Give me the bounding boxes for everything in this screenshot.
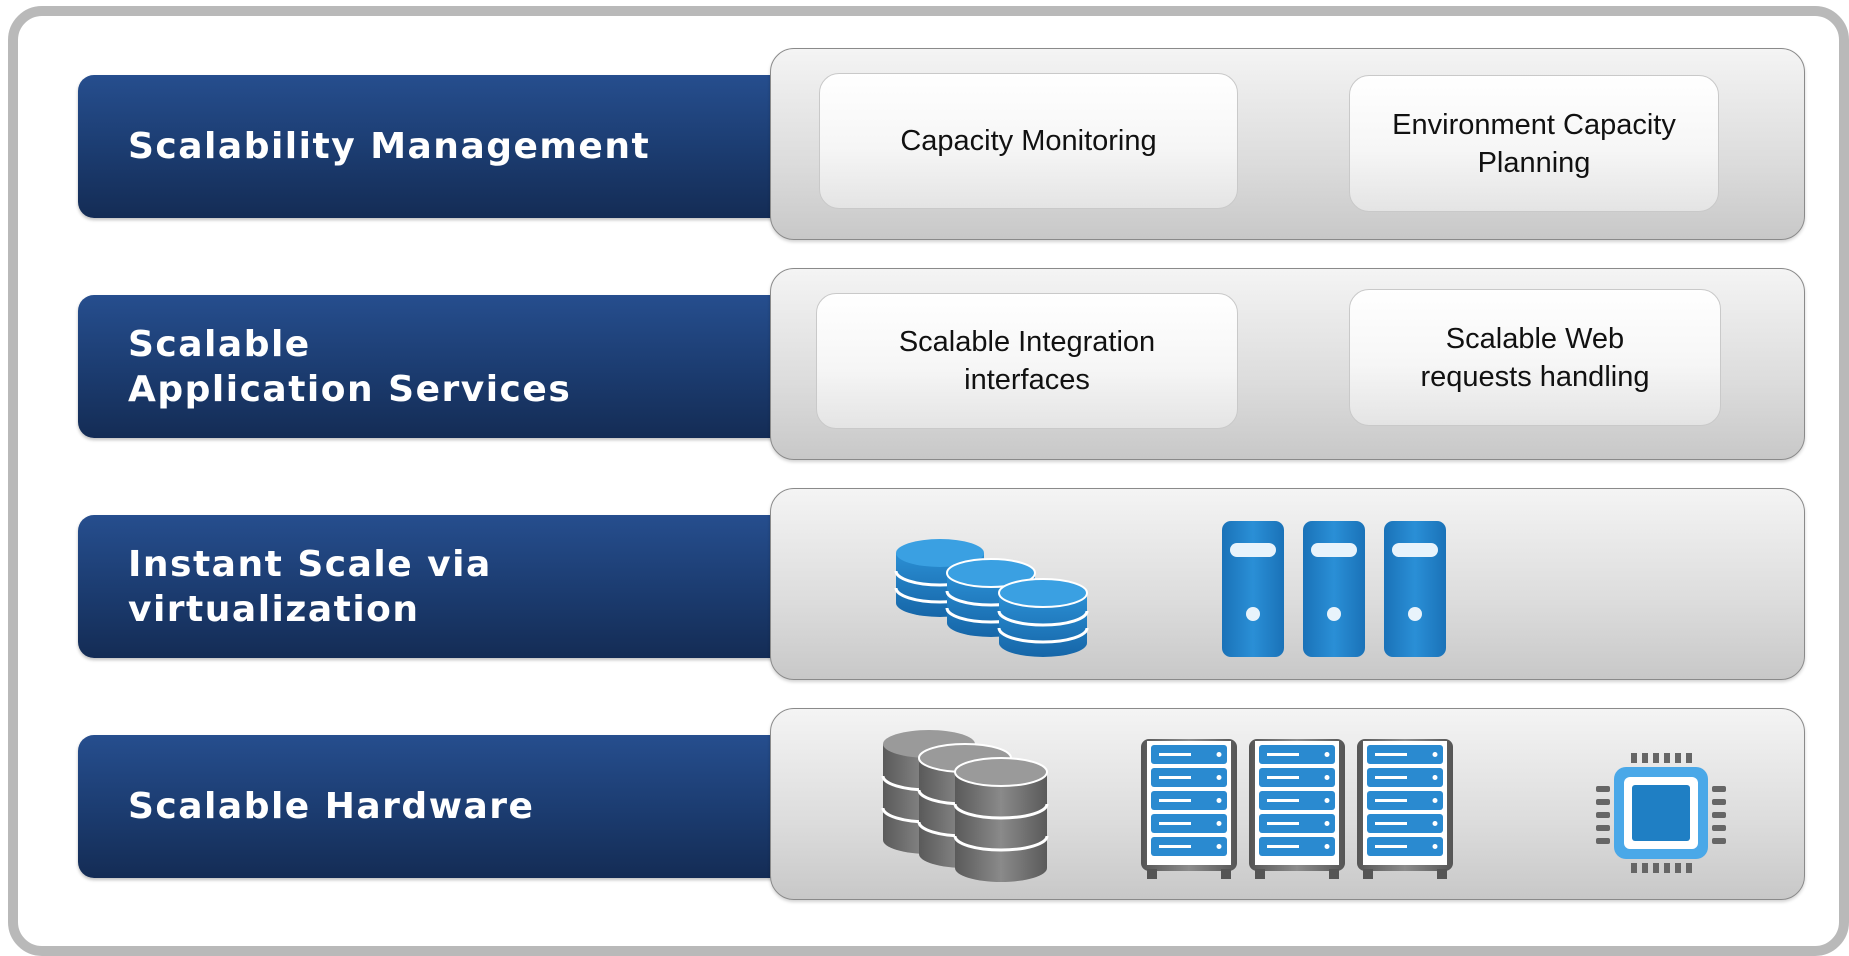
layer-label-bar: Scalability Management: [78, 75, 798, 218]
capability-card-label: Scalable Web requests handling: [1420, 322, 1650, 393]
layer-label: Scalable Application Services: [128, 323, 572, 410]
layer-virtualization: Instant Scale via virtualization: [0, 488, 1849, 688]
layer-application-services: Scalable Application Services Scalable I…: [0, 268, 1849, 468]
layer-label-bar: Instant Scale via virtualization: [78, 515, 798, 658]
cpu-chip-icon: [1596, 753, 1726, 873]
rack-server-icon: [1141, 739, 1453, 879]
layer-hardware: Scalable Hardware: [0, 708, 1849, 908]
layer-panel: Scalable Integration interfaces Scalable…: [770, 268, 1805, 460]
layer-label-bar: Scalable Hardware: [78, 735, 798, 878]
layer-panel: [770, 708, 1805, 900]
virtual-server-icon: [1222, 521, 1446, 657]
capability-card: Scalable Web requests handling: [1349, 289, 1721, 426]
layer-label: Scalability Management: [128, 126, 651, 167]
virtual-database-icon: [894, 539, 1089, 657]
layer-panel: [770, 488, 1805, 680]
capability-card-label: Environment Capacity Planning: [1392, 108, 1676, 179]
capability-card: Scalable Integration interfaces: [816, 293, 1238, 429]
layer-label: Scalable Hardware: [128, 786, 535, 827]
capability-card: Environment Capacity Planning: [1349, 75, 1719, 212]
capability-card-label: Scalable Integration interfaces: [898, 326, 1156, 396]
capability-card: Capacity Monitoring: [819, 73, 1238, 209]
layer-label: Instant Scale via virtualization: [128, 543, 492, 630]
layer-scalability-management: Scalability Management Capacity Monitori…: [0, 48, 1849, 248]
layer-panel: Capacity Monitoring Environment Capacity…: [770, 48, 1805, 240]
physical-database-icon: [881, 730, 1049, 882]
layer-label-bar: Scalable Application Services: [78, 295, 798, 438]
capability-card-label: Capacity Monitoring: [900, 125, 1157, 157]
